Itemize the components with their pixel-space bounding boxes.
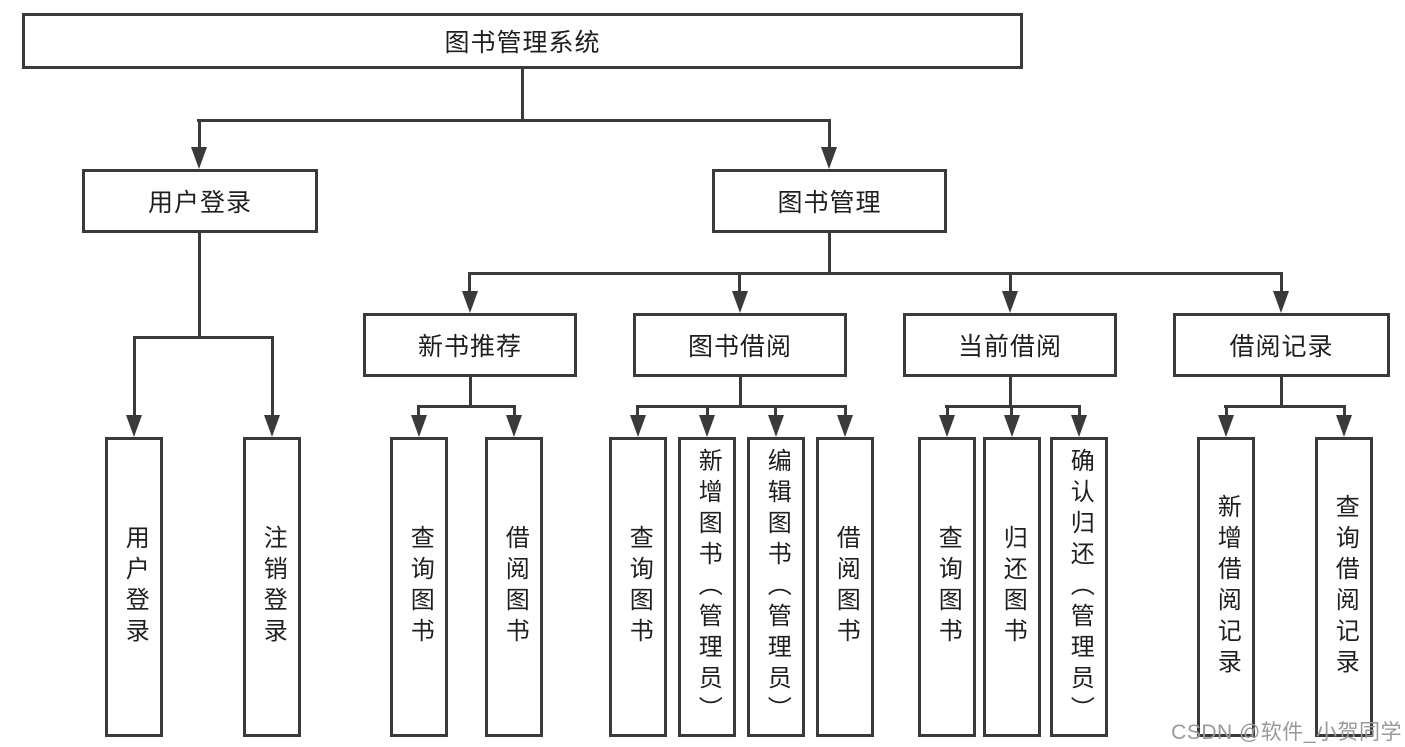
arrow-down-icon — [1273, 291, 1289, 313]
arrow-shaft — [513, 405, 516, 418]
leaf-label: 确认归还（管理员） — [1066, 447, 1094, 727]
connector-vline — [828, 233, 831, 275]
arrow-shaft — [468, 272, 471, 294]
connector-vline — [1280, 377, 1283, 408]
arrow-down-icon — [1002, 291, 1018, 313]
node-book-borrow: 图书借阅 — [633, 313, 847, 377]
node-label: 借阅记录 — [1229, 333, 1334, 361]
arrow-shaft — [417, 405, 420, 418]
leaf-label: 查询借阅记录 — [1331, 494, 1359, 680]
arrow-shaft — [1009, 272, 1012, 294]
leaf-label: 借阅图书 — [832, 525, 860, 649]
leaf-logout: 注销登录 — [243, 437, 301, 737]
leaf-user-login: 用户登录 — [105, 437, 163, 737]
leaf-label: 查询图书 — [406, 525, 434, 649]
arrow-down-icon — [939, 415, 955, 437]
leaf-label: 新增图书（管理员） — [694, 447, 722, 727]
arrow-shaft — [774, 405, 777, 418]
arrow-shaft — [844, 405, 847, 418]
leaf-add-borrow-record: 新增借阅记录 — [1197, 437, 1255, 737]
node-root: 图书管理系统 — [22, 13, 1023, 69]
leaf-label: 注销登录 — [259, 525, 287, 649]
arrow-shaft — [1225, 405, 1228, 418]
node-current-borrow: 当前借阅 — [903, 313, 1117, 377]
arrow-shaft — [946, 405, 949, 418]
leaf-label: 查询图书 — [934, 525, 962, 649]
leaf-label: 用户登录 — [121, 525, 149, 649]
leaf-edit-book-admin: 编辑图书（管理员） — [747, 437, 805, 737]
connector-hline — [1224, 405, 1346, 408]
arrow-shaft — [1078, 405, 1081, 418]
leaf-label: 查询图书 — [625, 525, 653, 649]
connector-vline — [521, 69, 524, 122]
leaf-confirm-return-admin: 确认归还（管理员） — [1050, 437, 1108, 737]
arrow-down-icon — [462, 291, 478, 313]
arrow-shaft — [738, 272, 741, 294]
connector-hline — [417, 405, 516, 408]
arrow-shaft — [1280, 272, 1283, 294]
connector-vline — [1009, 377, 1012, 408]
connector-hline — [133, 336, 274, 339]
arrow-down-icon — [1071, 415, 1087, 437]
node-label: 当前借阅 — [957, 333, 1062, 361]
connector-hline — [197, 119, 831, 122]
arrow-down-icon — [732, 291, 748, 313]
arrow-down-icon — [630, 415, 646, 437]
leaf-label: 归还图书 — [999, 525, 1027, 649]
arrow-shaft — [636, 405, 639, 418]
arrow-down-icon — [699, 415, 715, 437]
connector-vline — [739, 377, 742, 408]
connector-hline — [468, 272, 1283, 275]
arrow-down-icon — [1336, 415, 1352, 437]
arrow-down-icon — [1218, 415, 1234, 437]
leaf-label: 借阅图书 — [501, 525, 529, 649]
node-user-login: 用户登录 — [82, 169, 318, 233]
arrow-shaft — [271, 336, 274, 418]
arrow-down-icon — [264, 415, 280, 437]
node-book-management: 图书管理 — [712, 169, 947, 233]
leaf-label: 新增借阅记录 — [1213, 494, 1241, 680]
watermark: CSDN @软件_小贺同学 — [1171, 721, 1402, 744]
leaf-query-books-borrow: 查询图书 — [609, 437, 667, 737]
leaf-query-borrow-record: 查询借阅记录 — [1315, 437, 1373, 737]
arrow-down-icon — [821, 147, 837, 169]
arrow-shaft — [198, 119, 201, 150]
node-label: 图书借阅 — [687, 333, 792, 361]
arrow-down-icon — [411, 415, 427, 437]
arrow-down-icon — [837, 415, 853, 437]
arrow-shaft — [828, 119, 831, 150]
connector-vline — [469, 377, 472, 408]
arrow-down-icon — [126, 415, 142, 437]
arrow-down-icon — [506, 415, 522, 437]
leaf-borrow-books: 借阅图书 — [816, 437, 874, 737]
node-label: 图书管理 — [777, 189, 882, 217]
leaf-return-book: 归还图书 — [983, 437, 1041, 737]
node-label: 用户登录 — [147, 189, 252, 217]
leaf-query-books-current: 查询图书 — [918, 437, 976, 737]
arrow-shaft — [1010, 405, 1013, 418]
arrow-down-icon — [191, 147, 207, 169]
leaf-label: 编辑图书（管理员） — [763, 447, 791, 727]
arrow-down-icon — [768, 415, 784, 437]
arrow-down-icon — [1004, 415, 1020, 437]
connector-hline — [636, 405, 847, 408]
leaf-borrow-books-recommend: 借阅图书 — [485, 437, 543, 737]
connector-vline — [198, 233, 201, 339]
node-new-book-recommend: 新书推荐 — [363, 313, 577, 377]
arrow-shaft — [1343, 405, 1346, 418]
connector-hline — [945, 405, 1081, 408]
node-label: 图书管理系统 — [444, 29, 601, 57]
arrow-shaft — [706, 405, 709, 418]
leaf-query-books-recommend: 查询图书 — [390, 437, 448, 737]
arrow-shaft — [133, 336, 136, 418]
node-borrow-records: 借阅记录 — [1173, 313, 1390, 377]
node-label: 新书推荐 — [417, 333, 522, 361]
leaf-add-book-admin: 新增图书（管理员） — [678, 437, 736, 737]
